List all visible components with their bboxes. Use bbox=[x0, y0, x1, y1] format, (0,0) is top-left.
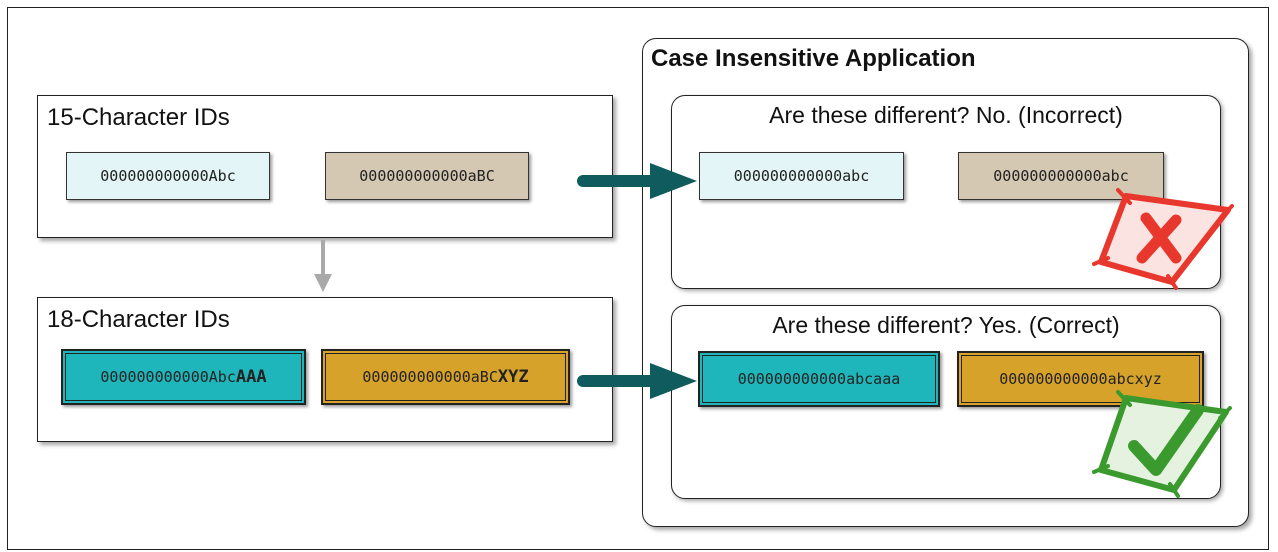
panel-15-char: 15-Character IDs 000000000000Abc 0000000… bbox=[37, 95, 613, 238]
panel-15-char-title: 15-Character IDs bbox=[47, 104, 230, 131]
id-box-app-first-18: 000000000000abcaaa bbox=[698, 351, 940, 407]
panel-18-char-title: 18-Character IDs bbox=[47, 306, 230, 333]
id-box-app-second-18-text: 000000000000abcxyz bbox=[999, 370, 1162, 388]
id-box-app-first-18-border bbox=[702, 355, 936, 403]
case-insensitive-app-title: Case Insensitive Application bbox=[651, 45, 976, 72]
correct-comparison-title: Are these different? Yes. (Correct) bbox=[772, 312, 1120, 338]
id-box-app-first-18-text: 000000000000abcaaa bbox=[737, 370, 901, 388]
id-box-18-first-base: 000000000000Abc bbox=[100, 368, 236, 386]
down-arrow-icon bbox=[314, 240, 332, 292]
right-arrow-icon-bottom bbox=[577, 363, 697, 399]
check-icon bbox=[1092, 390, 1232, 498]
incorrect-comparison-title: Are these different? No. (Incorrect) bbox=[769, 102, 1123, 128]
id-box-app-second-18-border bbox=[961, 355, 1200, 403]
id-box-15-first: 000000000000Abc bbox=[66, 152, 270, 200]
id-box-app-second-lower: 000000000000abc bbox=[958, 152, 1164, 200]
right-arrow-icon-top bbox=[577, 163, 697, 199]
id-box-18-second-suffix: XYZ bbox=[497, 367, 529, 387]
cross-icon bbox=[1092, 188, 1234, 290]
id-box-app-second-18: 000000000000abcxyz bbox=[957, 351, 1204, 407]
id-box-18-second-base: 000000000000aBC bbox=[362, 368, 498, 386]
id-box-18-second-border bbox=[325, 353, 566, 401]
id-box-app-first-lower: 000000000000abc bbox=[699, 152, 904, 200]
id-box-18-first-suffix: AAA bbox=[235, 367, 267, 387]
id-box-15-second: 000000000000aBC bbox=[325, 152, 529, 200]
id-box-18-first-border bbox=[65, 353, 302, 401]
